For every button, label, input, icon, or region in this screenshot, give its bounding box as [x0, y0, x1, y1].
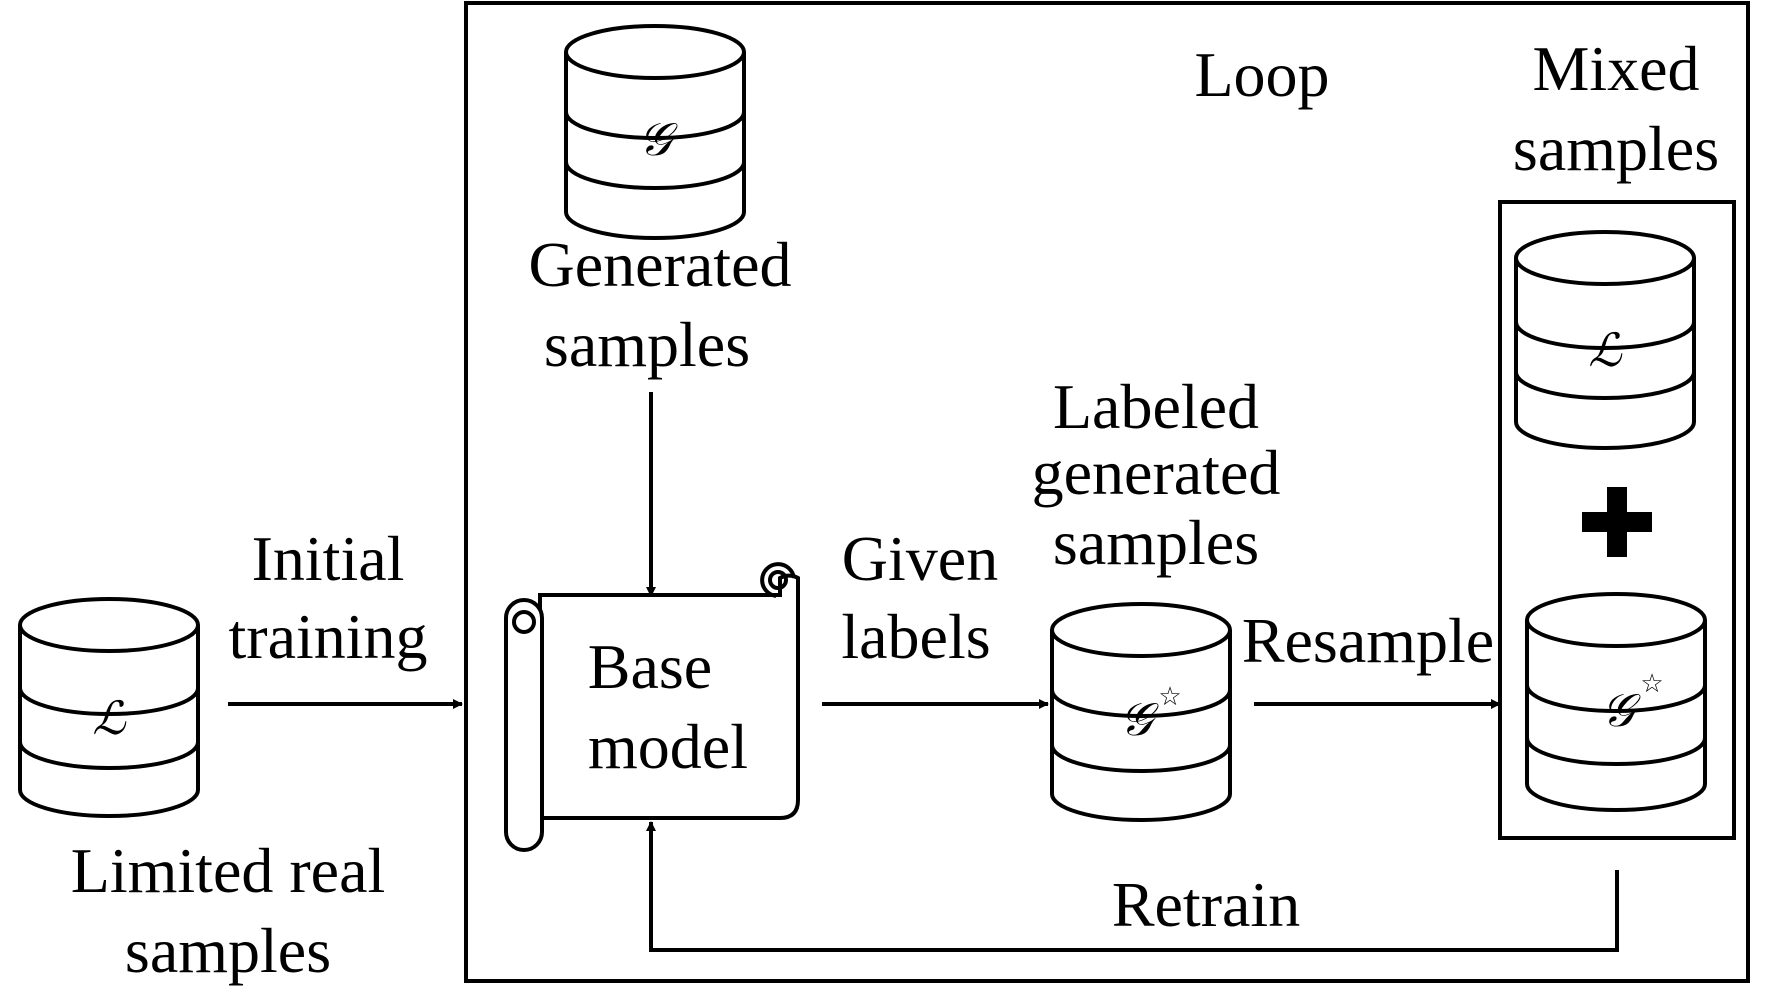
mixed-star-symbol: ☆ [1640, 669, 1663, 699]
l-symbol: ℒ [92, 691, 126, 745]
generated-samples-label-2: samples [544, 309, 750, 380]
mixed-samples-label-2: samples [1513, 113, 1719, 184]
limited-real-samples-label-1: Limited real [71, 835, 386, 906]
mixed-samples-box [1498, 200, 1736, 840]
labeled-generated-database-icon: 𝒢 ☆ [1050, 602, 1232, 822]
loop-label: Loop [1194, 39, 1329, 110]
given-labels-label-1: Given [842, 523, 998, 594]
base-model-label-2: model [588, 711, 748, 782]
mixed-l-database-icon: ℒ [1514, 230, 1696, 450]
labeled-generated-label-3: samples [1053, 507, 1259, 578]
mixed-samples-label-1: Mixed [1532, 33, 1699, 104]
base-model-scroll-icon [504, 562, 800, 852]
generated-samples-database-icon: 𝒢 [564, 24, 746, 240]
retrain-arrow [646, 821, 1619, 952]
star-symbol: ☆ [1158, 682, 1181, 712]
plus-icon [1582, 487, 1652, 557]
labeled-generated-label-1: Labeled [1053, 371, 1259, 442]
retrain-label: Retrain [1112, 869, 1300, 940]
given-labels-label-2: labels [841, 601, 990, 672]
resample-label: Resample [1242, 605, 1494, 676]
initial-training-label-2: training [228, 601, 427, 672]
generated-samples-label-1: Generated [529, 229, 792, 300]
base-model-label-1: Base [588, 631, 712, 702]
loop-frame [464, 1, 1750, 983]
limited-real-samples-label-2: samples [125, 915, 331, 986]
limited-real-samples-database-icon: ℒ [18, 597, 200, 818]
labeled-generated-label-2: generated [1032, 437, 1281, 508]
mixed-l-symbol: ℒ [1588, 323, 1622, 377]
mixed-g-star-database-icon: 𝒢 ☆ [1525, 592, 1707, 812]
initial-training-label-1: Initial [252, 523, 405, 594]
